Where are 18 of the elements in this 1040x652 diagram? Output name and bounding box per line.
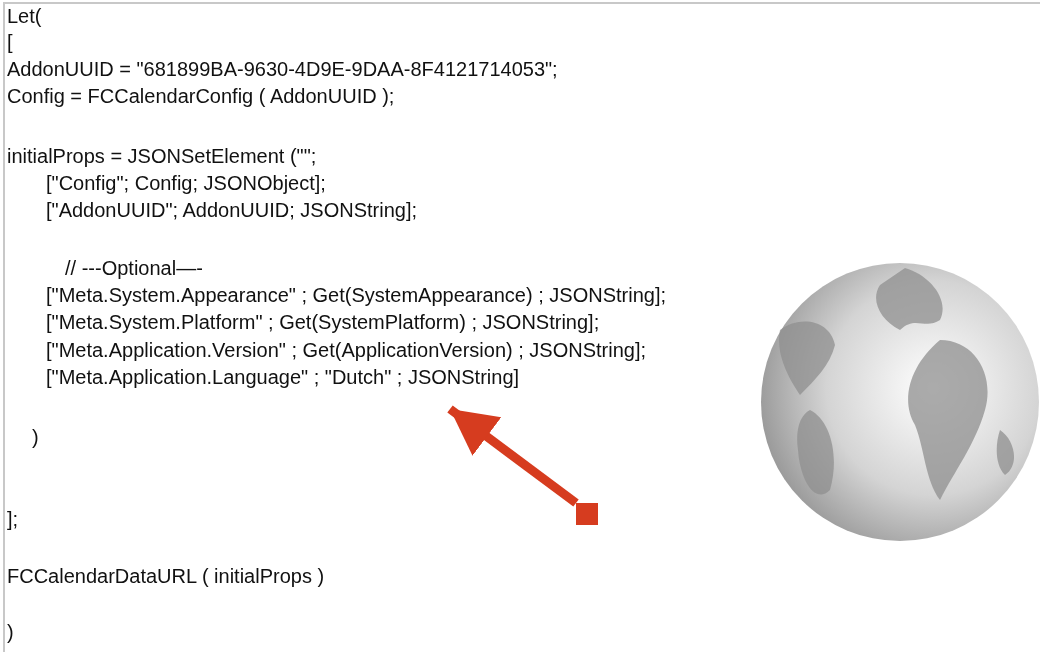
- code-line: ["Meta.Application.Version" ; Get(ApplicationVersion) ; JSONString];: [46, 338, 647, 362]
- square-marker: [576, 503, 598, 525]
- code-line: ): [32, 425, 39, 449]
- code-line: Config = FCCalendarConfig ( AddonUUID );: [7, 84, 395, 108]
- code-line: ["Meta.System.Appearance" ; Get(SystemAppearance) ; JSONString];: [46, 283, 666, 307]
- arrow: [447, 405, 579, 507]
- code-line: initialProps = JSONSetElement ("";: [7, 144, 317, 168]
- code-line: // ---Optional—-: [65, 256, 203, 280]
- code-line: AddonUUID = "681899BA-9630-4D9E-9DAA-8F4121714053";: [7, 57, 558, 81]
- code-line: ["Config"; Config; JSONObject];: [46, 171, 326, 195]
- code-line: ["AddonUUID"; AddonUUID; JSONString];: [46, 198, 417, 222]
- code-line: FCCalendarDataURL ( initialProps ): [7, 564, 325, 588]
- code-line: Let(: [7, 4, 42, 28]
- code-line: ["Meta.Application.Language" ; "Dutch" ; JSONString]: [46, 366, 520, 388]
- code-line: [: [7, 30, 13, 54]
- code-line: ["Meta.System.Platform" ; Get(SystemPlatform) ; JSONString];: [46, 310, 600, 334]
- code-line: ): [7, 620, 14, 644]
- code-line: ];: [7, 507, 19, 531]
